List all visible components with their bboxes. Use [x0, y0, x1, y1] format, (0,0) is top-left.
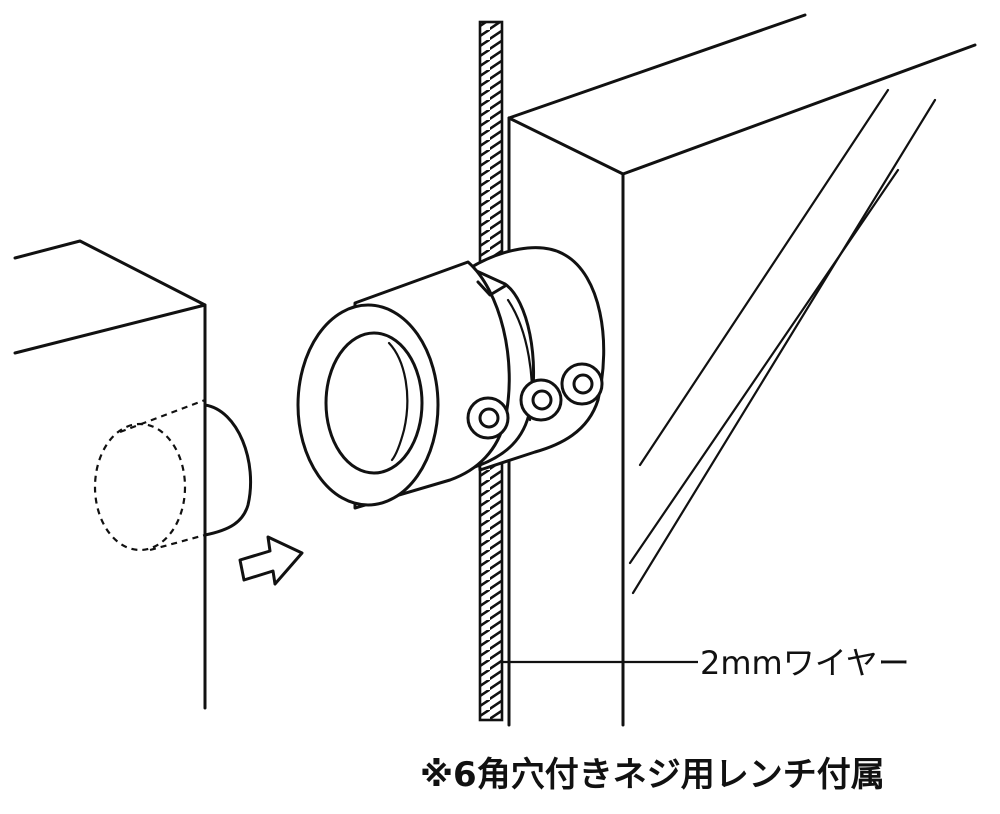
left-mount-block	[13, 239, 253, 710]
wire-label: 2mmワイヤー	[700, 644, 910, 682]
wire-clamp-body	[296, 246, 606, 510]
hidden-cylinder-outline	[93, 398, 206, 552]
hex-screw-1	[466, 396, 510, 440]
hex-screw-2	[519, 378, 563, 422]
direction-arrow-icon	[238, 535, 304, 586]
wrench-note: ※6角穴付きネジ用レンチ付属	[420, 755, 885, 795]
hex-screw-3	[560, 362, 604, 406]
right-frame-panel	[507, 13, 977, 727]
